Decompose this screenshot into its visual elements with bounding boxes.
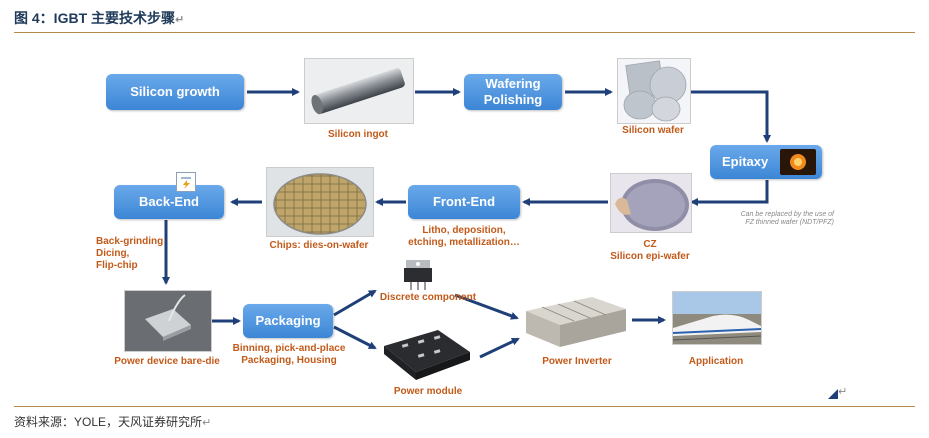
arrow-packaging-to-discrete bbox=[333, 289, 377, 317]
power-inverter-illustration bbox=[526, 297, 626, 347]
source-note: 资料来源：YOLE，天风证券研究所↵ bbox=[14, 413, 211, 430]
back-end-caption-line1: Back-grinding bbox=[96, 236, 164, 247]
bare-die-caption: Power device bare-die bbox=[114, 356, 220, 367]
silicon-growth-label: Silicon growth bbox=[130, 84, 220, 99]
arrow-module-to-inverter bbox=[479, 337, 520, 359]
corner-return-mark: ↵ bbox=[838, 386, 848, 398]
packaging-caption-line2: Packaging, Housing bbox=[241, 355, 337, 366]
back-end-caption: Back-grinding Dicing, Flip-chip bbox=[96, 236, 163, 272]
dies-on-wafer-illustration bbox=[273, 173, 367, 235]
packaging-caption: Binning, pick-and-place Packaging, Housi… bbox=[224, 343, 354, 367]
epi-wafer-illustration bbox=[615, 179, 689, 231]
wafer-stack-illustration bbox=[623, 60, 687, 122]
power-module-illustration bbox=[384, 330, 470, 380]
application-image bbox=[672, 291, 762, 345]
resize-corner-icon bbox=[828, 389, 838, 399]
back-end-box: Back-End bbox=[114, 185, 224, 219]
wafering-polishing-box: Wafering Polishing bbox=[464, 74, 562, 110]
packaging-label: Packaging bbox=[255, 313, 321, 328]
cz-caption-line1: CZ bbox=[643, 239, 657, 250]
silicon-ingot-image bbox=[304, 58, 414, 124]
front-end-caption-line1: Litho, deposition, bbox=[422, 225, 506, 236]
discrete-component-image bbox=[398, 258, 438, 290]
return-mark-icon: ↵ bbox=[175, 14, 185, 26]
silicon-ingot-caption: Silicon ingot bbox=[328, 129, 388, 140]
dies-on-wafer-image bbox=[266, 167, 374, 237]
arrow-discrete-to-inverter bbox=[454, 293, 519, 320]
silicon-wafer-caption: Silicon wafer bbox=[622, 125, 684, 136]
cz-caption-line2: Silicon epi-wafer bbox=[610, 251, 690, 262]
bottom-divider bbox=[14, 406, 915, 407]
figure-title: 图 4：IGBT 主要技术步骤↵ bbox=[14, 8, 184, 28]
bare-die-image bbox=[124, 290, 212, 352]
epitaxy-reactor-icon bbox=[780, 149, 816, 175]
epi-note-line2: FZ thinned wafer (NDT/PFZ) bbox=[745, 219, 834, 226]
epi-note-line1: Can be replaced by the use of bbox=[740, 211, 834, 218]
top-divider bbox=[14, 32, 915, 33]
arrow-epitaxy-to-cz bbox=[690, 180, 769, 206]
high-speed-train-illustration bbox=[673, 292, 761, 344]
packaging-box: Packaging bbox=[243, 304, 333, 338]
anchor-mark: ↵ bbox=[828, 386, 848, 399]
figure-title-text: 图 4：IGBT 主要技术步骤 bbox=[14, 10, 176, 26]
cz-caption: CZ Silicon epi-wafer bbox=[595, 239, 705, 263]
silicon-growth-box: Silicon growth bbox=[106, 74, 244, 110]
ingot-illustration bbox=[311, 68, 405, 115]
packaging-caption-line1: Binning, pick-and-place bbox=[232, 343, 346, 354]
arrow-wafer-to-epitaxy bbox=[689, 90, 771, 143]
back-end-caption-line3: Flip-chip bbox=[96, 260, 138, 271]
source-text: 资料来源：YOLE，天风证券研究所 bbox=[14, 415, 203, 429]
power-inverter-caption: Power Inverter bbox=[542, 356, 612, 367]
front-end-caption: Litho, deposition, etching, metallizatio… bbox=[398, 225, 530, 249]
bare-die-illustration bbox=[125, 291, 211, 351]
note-pen-icon bbox=[176, 172, 196, 192]
power-module-image bbox=[380, 324, 474, 380]
power-inverter-image bbox=[522, 293, 630, 349]
front-end-box: Front-End bbox=[408, 185, 520, 219]
source-return-mark: ↵ bbox=[202, 417, 212, 429]
epi-note: Can be replaced by the use of FZ thinned… bbox=[700, 211, 834, 227]
epitaxy-label: Epitaxy bbox=[722, 154, 769, 169]
chips-caption: Chips: dies-on-wafer bbox=[269, 240, 369, 251]
cz-epi-wafer-image bbox=[610, 173, 692, 233]
back-end-caption-line2: Dicing, bbox=[96, 248, 130, 259]
front-end-label: Front-End bbox=[432, 194, 496, 209]
silicon-wafer-image bbox=[617, 58, 691, 124]
back-end-label: Back-End bbox=[139, 194, 199, 209]
discrete-component-illustration bbox=[404, 260, 432, 290]
front-end-caption-line2: etching, metallization… bbox=[408, 237, 520, 248]
wafering-polishing-label: Wafering Polishing bbox=[483, 76, 543, 107]
arrow-packaging-to-module bbox=[333, 325, 377, 350]
discrete-caption: Discrete component bbox=[379, 292, 477, 303]
power-module-caption: Power module bbox=[393, 386, 463, 397]
application-caption: Application bbox=[688, 356, 744, 367]
